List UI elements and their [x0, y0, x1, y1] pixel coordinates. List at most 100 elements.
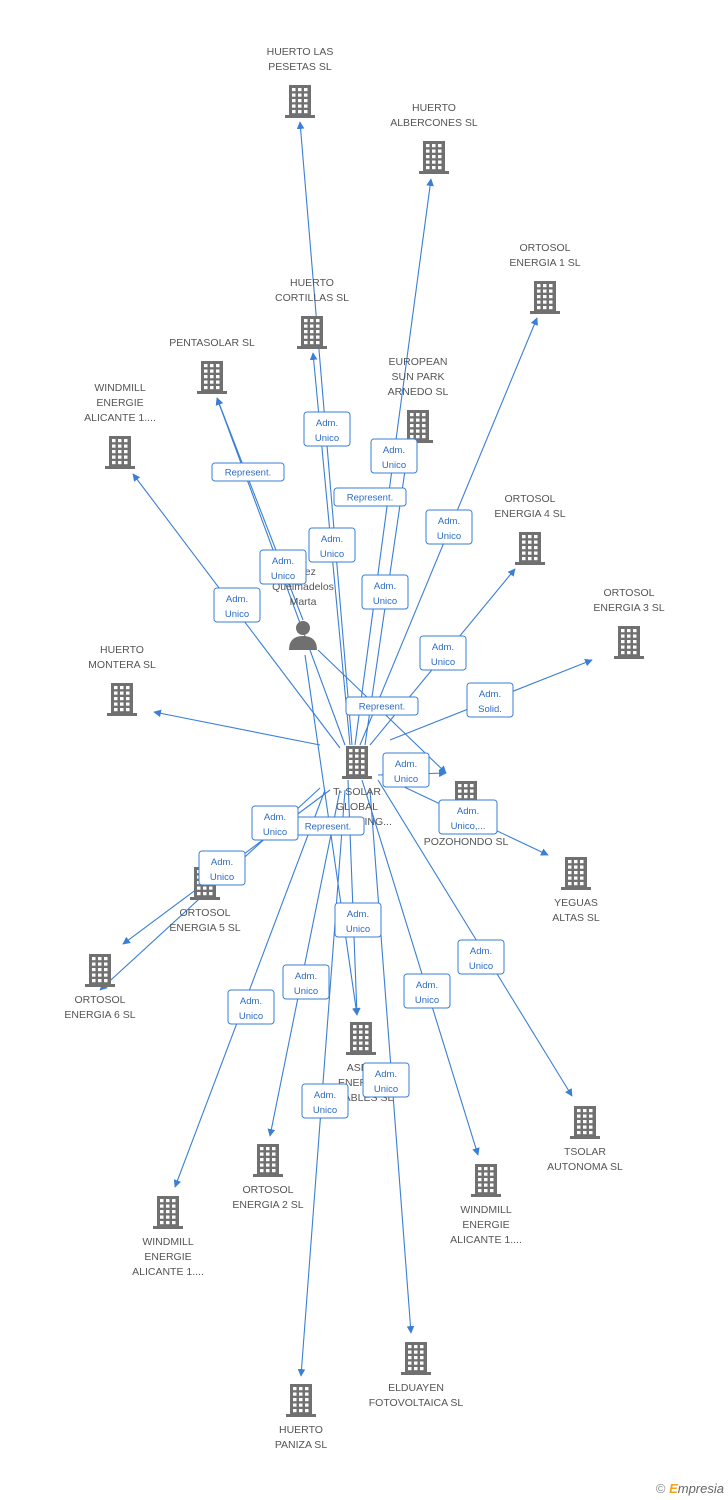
- relation-badge[interactable]: Represent.: [211, 462, 285, 482]
- relation-badge[interactable]: Represent.: [291, 816, 365, 836]
- node-label-line: ENERGIA 3 SL: [593, 602, 664, 614]
- copyright-footer: © Empresia: [656, 1481, 724, 1496]
- company-node[interactable]: PENTASOLAR SL: [169, 337, 255, 394]
- relation-badge-text: Unico,...: [451, 821, 486, 832]
- badges-layer: Adm.UnicoAdm.UnicoAdm.UnicoAdm.UnicoRepr…: [198, 411, 514, 1119]
- relation-badge-text: Adm.: [314, 1090, 336, 1101]
- relation-badge-text: Adm.: [264, 812, 286, 823]
- relation-edge: [297, 789, 346, 1377]
- relation-badge[interactable]: Adm. Unico: [361, 574, 409, 610]
- relation-badge-text: Unico: [271, 571, 295, 582]
- relation-badge-text: Adm.: [438, 516, 460, 527]
- relation-badge-text: Unico: [431, 657, 455, 668]
- building-icon: [561, 857, 591, 890]
- relation-badge[interactable]: Adm. Unico: [419, 635, 467, 671]
- relation-badge-text: Adm.: [374, 581, 396, 592]
- node-label-line: PANIZA SL: [275, 1439, 327, 1451]
- relation-badge-text: Unico: [374, 1084, 398, 1095]
- relation-badge-text: Adm.: [226, 594, 248, 605]
- relation-badge-text: Unico: [225, 609, 249, 620]
- relation-edge: [377, 779, 573, 1097]
- relation-badge[interactable]: Adm.Unico: [198, 850, 246, 886]
- relation-badge-text: Unico: [373, 596, 397, 607]
- node-label-line: CORTILLAS SL: [275, 292, 349, 304]
- node-label-line: ELDUAYEN: [388, 1382, 444, 1394]
- node-label-line: TSOLAR: [564, 1146, 606, 1158]
- relation-badge[interactable]: Adm.Solid.: [466, 682, 514, 718]
- node-label-line: GLOBAL: [336, 801, 378, 813]
- relation-badge-text: Represent.: [359, 702, 405, 713]
- center-company-node[interactable]: T- SOLARGLOBALOPERATING...: [322, 746, 392, 828]
- node-label-line: PENTASOLAR SL: [169, 337, 255, 349]
- relation-badge[interactable]: Adm.Unico: [282, 964, 330, 1000]
- relation-badge[interactable]: Adm. Unico: [213, 587, 261, 623]
- relation-badge-text: Unico: [294, 986, 318, 997]
- relation-badge[interactable]: Adm.Unico: [301, 1083, 349, 1119]
- node-label-line: HUERTO: [412, 102, 456, 114]
- node-label-line: ENERGIE: [462, 1219, 509, 1231]
- relation-badge[interactable]: Adm.Unico: [370, 438, 418, 474]
- node-label-line: ENERGIA 6 SL: [64, 1009, 135, 1021]
- building-icon: [515, 532, 545, 565]
- relation-badge[interactable]: Adm.Unico: [457, 939, 505, 975]
- node-label-line: WINDMILL: [94, 382, 145, 394]
- building-icon: [419, 141, 449, 174]
- node-label-line: ORTOSOL: [505, 493, 556, 505]
- relation-badge-text: Represent.: [347, 493, 393, 504]
- company-node[interactable]: ORTOSOL ENERGIA 4 SL: [494, 493, 566, 565]
- relation-badge-text: Adm.: [470, 946, 492, 957]
- building-icon: [253, 1144, 283, 1177]
- building-icon: [197, 361, 227, 394]
- node-label-line: MONTERA SL: [88, 659, 156, 671]
- relation-badge-text: Unico: [320, 549, 344, 560]
- relation-badge[interactable]: Adm.Unico: [251, 805, 299, 841]
- relation-badge[interactable]: Adm.Unico: [303, 411, 351, 447]
- relation-badge[interactable]: Adm.Unico: [334, 902, 382, 938]
- company-node[interactable]: ORTOSOL ENERGIA 6 SL: [64, 954, 136, 1021]
- node-label-line: ORTOSOL: [520, 242, 571, 254]
- relation-badge[interactable]: Adm.Unico: [425, 509, 473, 545]
- node-label-line: ENERGIA 4 SL: [494, 508, 565, 520]
- node-label-line: T- SOLAR: [333, 786, 381, 798]
- relation-badge[interactable]: Represent.: [345, 696, 419, 716]
- relation-badge[interactable]: Adm.Unico: [403, 973, 451, 1009]
- relation-badge[interactable]: Adm.Unico: [382, 752, 430, 788]
- node-label-line: ARNEDO SL: [388, 386, 449, 398]
- brand-logo-text: mpresia: [677, 1481, 724, 1496]
- relation-badge[interactable]: Adm.Unico: [308, 527, 356, 563]
- relation-badge-text: Unico: [210, 872, 234, 883]
- relation-badge[interactable]: Adm.Unico: [227, 989, 275, 1025]
- relation-badge[interactable]: Adm.Unico,...: [438, 799, 498, 835]
- relation-badge[interactable]: Represent.: [333, 487, 407, 507]
- node-label-line: SUN PARK: [392, 371, 445, 383]
- node-label-line: ORTOSOL: [75, 994, 126, 1006]
- node-label-line: POZOHONDO SL: [424, 836, 509, 848]
- node-label-line: Marta: [290, 596, 317, 608]
- building-icon: [105, 436, 135, 469]
- relation-badge[interactable]: Adm.Unico: [259, 549, 307, 585]
- building-icon: [286, 1384, 316, 1417]
- relation-badge-text: Adm.: [432, 642, 454, 653]
- relation-badge-text: Adm.: [375, 1069, 397, 1080]
- node-label-line: ENERGIA 2 SL: [232, 1199, 303, 1211]
- building-icon: [342, 746, 372, 779]
- relation-badge[interactable]: Adm. Unico: [362, 1062, 410, 1098]
- relation-badge-text: Adm.: [383, 445, 405, 456]
- relation-edge: [173, 789, 326, 1188]
